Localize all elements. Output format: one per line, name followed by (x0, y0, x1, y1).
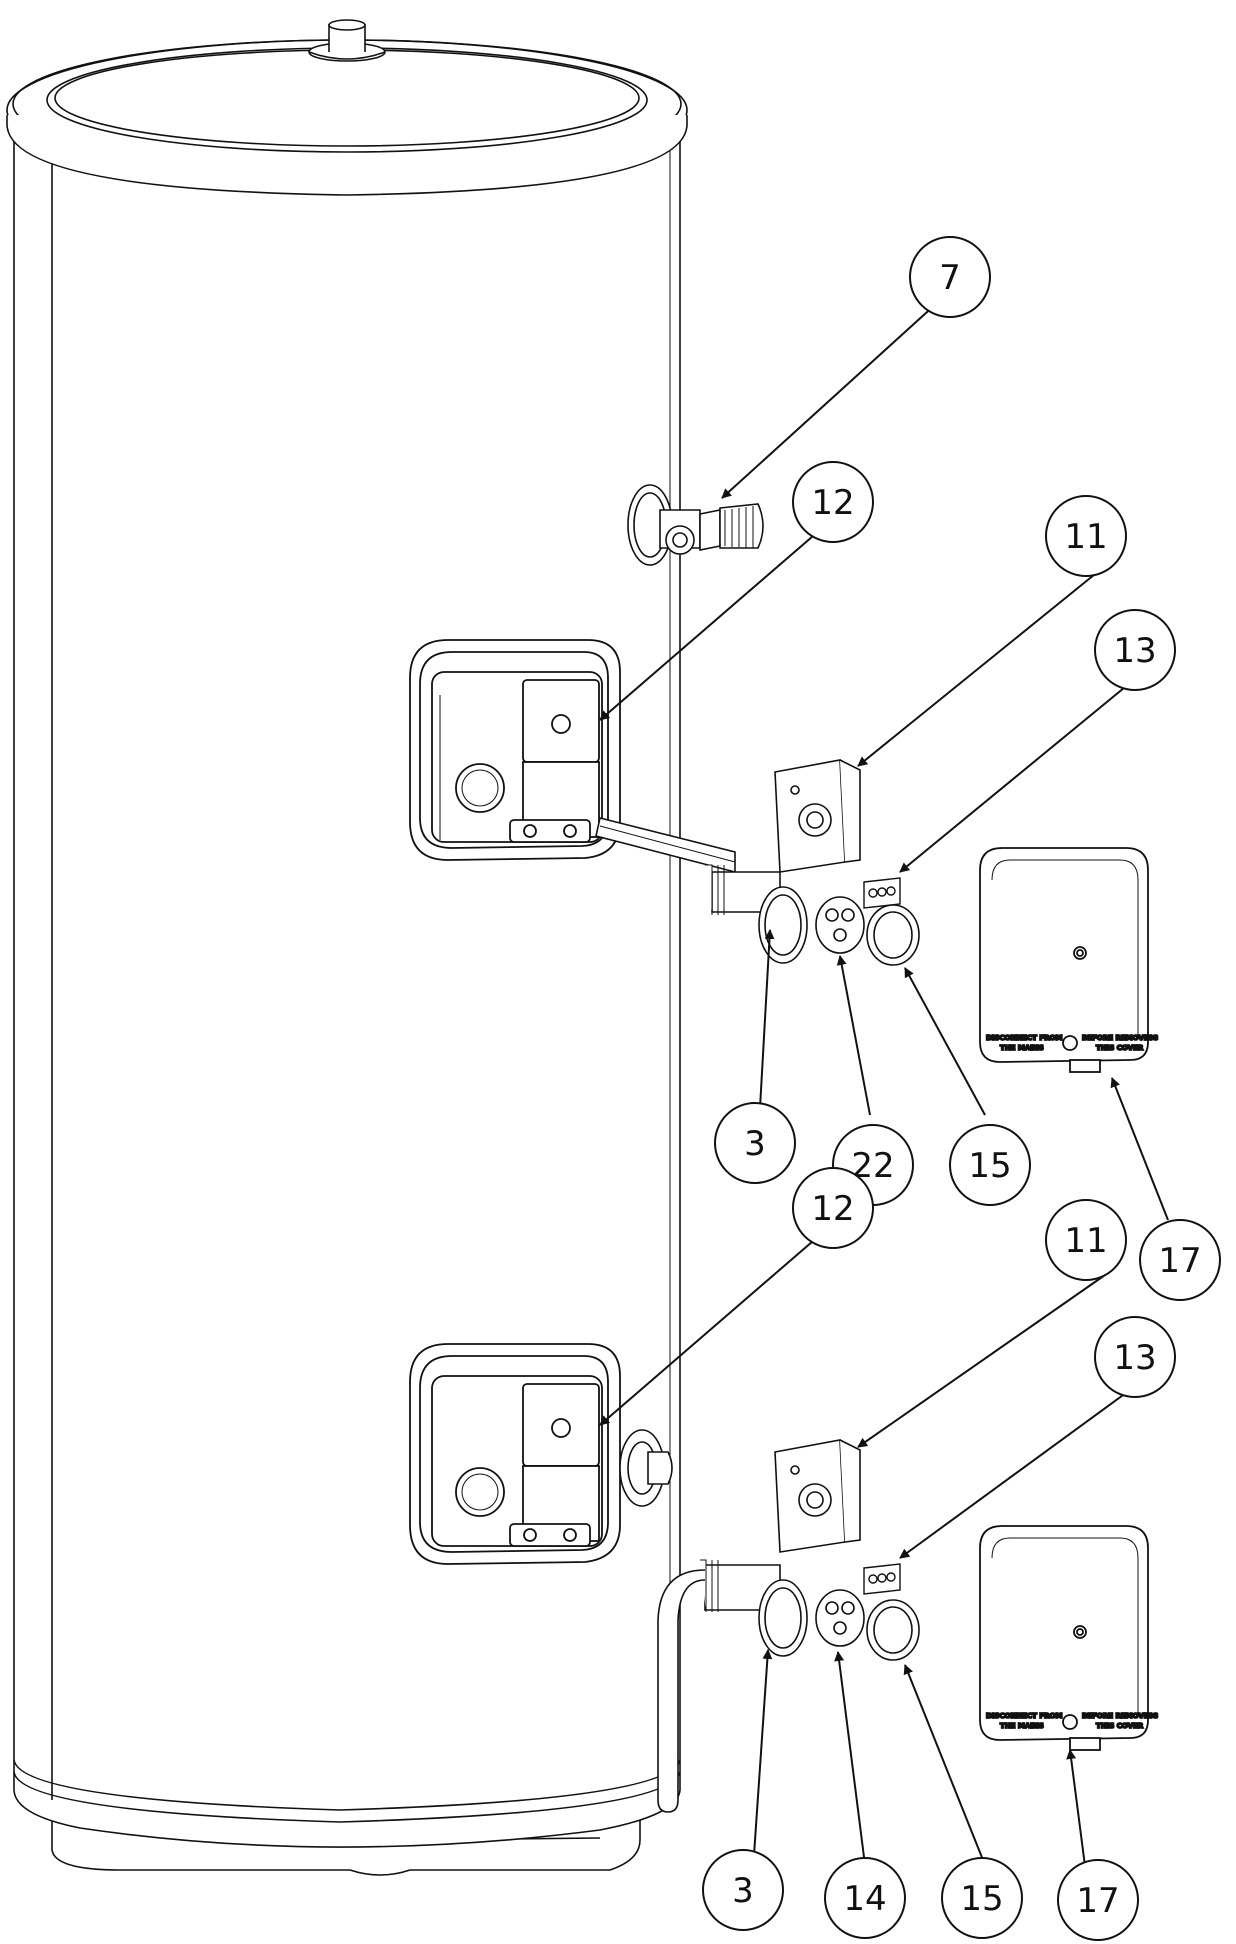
callout-15-upper-label: 15 (968, 1146, 1011, 1186)
heating-element-upper (595, 817, 865, 964)
leader-11-upper (857, 565, 1106, 767)
callout-7: 7 (909, 236, 991, 318)
callout-7-label: 7 (939, 258, 961, 298)
callouts: 7 12 11 13 3 22 15 17 12 11 13 3 14 15 1… (702, 236, 1221, 1941)
leader-15-upper (904, 967, 986, 1116)
callout-12-upper: 12 (792, 461, 874, 543)
callout-12-lower-label: 12 (811, 1189, 854, 1229)
thermostat-lower (774, 1439, 861, 1553)
callout-17-upper-label: 17 (1158, 1241, 1201, 1281)
callout-12-upper-label: 12 (811, 483, 854, 523)
callout-11-upper-label: 11 (1064, 517, 1107, 557)
leader-17-upper (1110, 1077, 1169, 1221)
callout-14: 14 (824, 1857, 906, 1939)
callout-17-lower-label: 17 (1076, 1881, 1119, 1921)
cover-upper-warning-left-2: THE MAINS (1000, 1044, 1044, 1052)
immersion-housing-lower (409, 1343, 621, 1565)
callout-13-lower: 13 (1094, 1316, 1176, 1398)
terminal-cover-upper: DISCONNECT FROM THE MAINS BEFORE REMOVIN… (979, 847, 1159, 1073)
leader-15-lower (903, 1664, 986, 1866)
heating-element-lower (657, 1559, 865, 1813)
callout-15-lower-label: 15 (960, 1879, 1003, 1919)
callout-13-lower-label: 13 (1113, 1338, 1156, 1378)
callout-11-lower-label: 11 (1064, 1221, 1107, 1261)
leader-13-upper (899, 682, 1131, 873)
callout-13-upper: 13 (1094, 609, 1176, 691)
callout-11-lower: 11 (1045, 1199, 1127, 1281)
immersion-housing-upper (409, 639, 621, 861)
leader-12-lower (599, 1234, 821, 1426)
callout-11-upper: 11 (1045, 495, 1127, 577)
callout-17-upper: 17 (1139, 1219, 1221, 1301)
cylinder-tank (6, 19, 688, 1876)
relief-valve (627, 484, 764, 566)
callout-15-lower: 15 (941, 1857, 1023, 1939)
callout-3-upper: 3 (714, 1102, 796, 1184)
locking-ring-lower (866, 1599, 920, 1661)
callout-12-lower: 12 (792, 1167, 874, 1249)
callout-14-label: 14 (843, 1879, 886, 1919)
leader-3-upper (759, 929, 775, 1109)
callout-13-upper-label: 13 (1113, 631, 1156, 671)
leader-12-upper (599, 529, 821, 721)
callout-3-lower: 3 (702, 1849, 784, 1931)
locking-ring-upper (866, 904, 920, 966)
cover-upper-warning-right-1: BEFORE REMOVING (1082, 1034, 1158, 1042)
terminal-block-lower (863, 1563, 901, 1595)
callout-15-upper: 15 (949, 1124, 1031, 1206)
callout-3-lower-label: 3 (732, 1871, 754, 1911)
terminal-cover-lower: DISCONNECT FROM THE MAINS BEFORE REMOVIN… (979, 1525, 1159, 1751)
leader-3-lower (753, 1649, 773, 1856)
leader-22 (836, 955, 871, 1116)
cover-lower-warning-left-2: THE MAINS (1000, 1722, 1044, 1730)
leader-14 (834, 1651, 866, 1866)
cover-lower-warning-right-1: BEFORE REMOVING (1082, 1712, 1158, 1720)
leader-lines (599, 302, 1169, 1867)
cover-lower-warning-left-1: DISCONNECT FROM (986, 1712, 1063, 1720)
terminal-block-upper (863, 877, 901, 909)
thermostat-upper (774, 759, 861, 873)
cover-lower-warning-right-2: THIS COVER (1096, 1722, 1144, 1730)
secondary-inlet-boss (619, 1429, 673, 1507)
leader-11-lower (857, 1274, 1106, 1448)
leader-7 (721, 302, 938, 499)
leader-17-lower (1066, 1749, 1086, 1867)
callout-3-upper-label: 3 (744, 1124, 766, 1164)
cover-upper-warning-left-1: DISCONNECT FROM (986, 1034, 1063, 1042)
cover-upper-warning-right-2: THIS COVER (1096, 1044, 1144, 1052)
callout-17-lower: 17 (1057, 1859, 1139, 1941)
leader-13-lower (899, 1389, 1131, 1559)
